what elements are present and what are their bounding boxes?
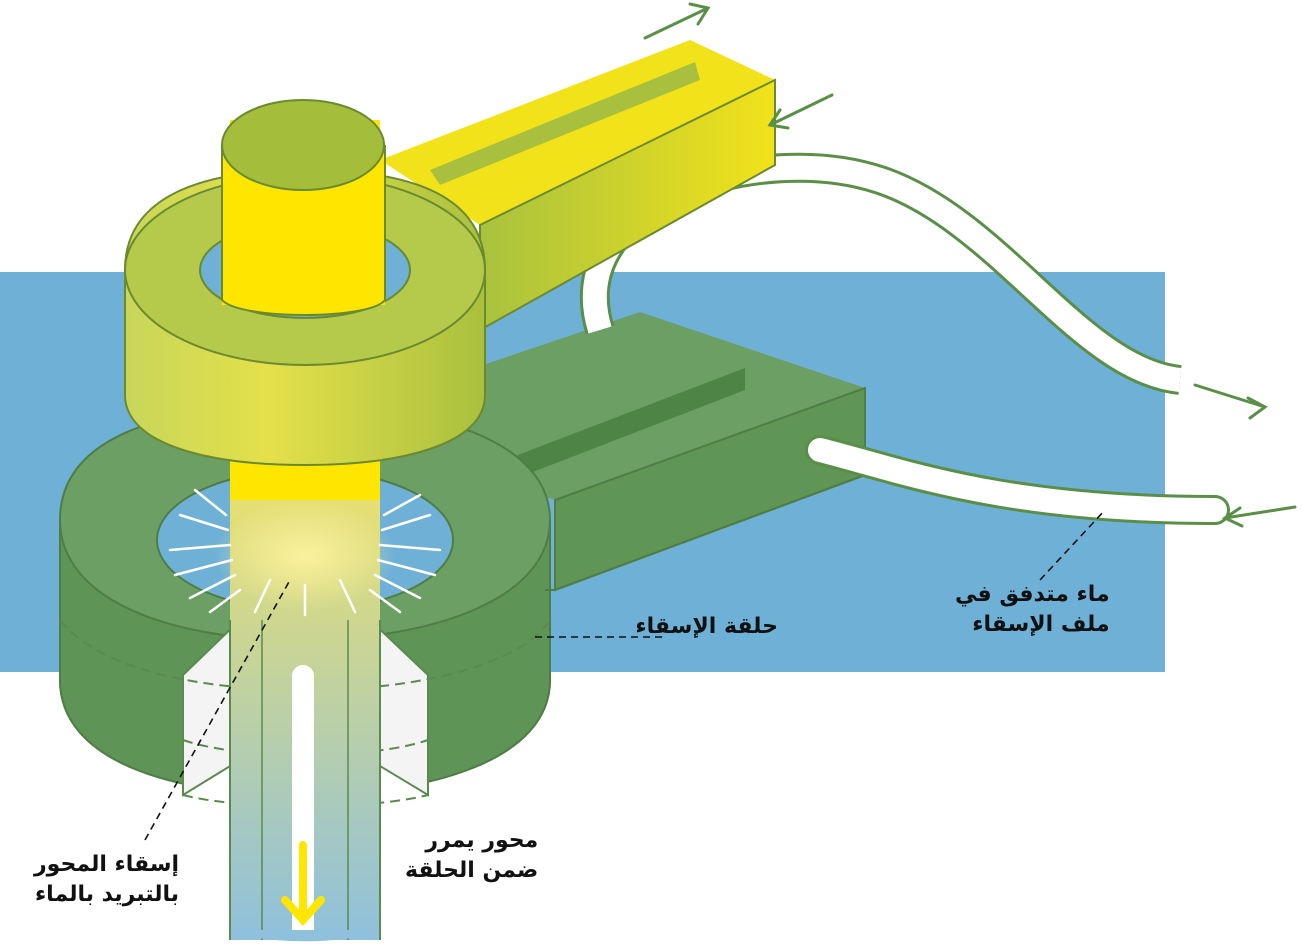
shaft-label-line2: ضمن الحلقة — [405, 857, 539, 883]
shaft-quench-label: إسقاء المحور بالتبريد بالماء — [34, 850, 179, 909]
quench-ring-label: حلقة الإسقاء — [635, 614, 778, 639]
water-flow-label: ماء متدفق في ملف الإسقاء — [955, 580, 1110, 639]
flow-arrow-icon — [643, 2, 1297, 528]
leader-lines — [144, 509, 1106, 841]
water-spray-icon — [168, 488, 442, 617]
shaft-label: محور يمرر ضمن الحلقة — [405, 826, 538, 885]
shaft-top — [221, 99, 386, 316]
shaft-quench-label-line1: إسقاء المحور — [34, 852, 180, 877]
shaft-label-line1: محور يمرر — [425, 828, 539, 853]
induction-coil — [124, 40, 776, 467]
down-arrow-icon — [281, 841, 325, 926]
shaft-quench-label-line2: بالتبريد بالماء — [34, 881, 180, 907]
water-flow-label-line2: ملف الإسقاء — [972, 611, 1110, 637]
water-flow-label-line1: ماء متدفق في — [955, 582, 1110, 607]
